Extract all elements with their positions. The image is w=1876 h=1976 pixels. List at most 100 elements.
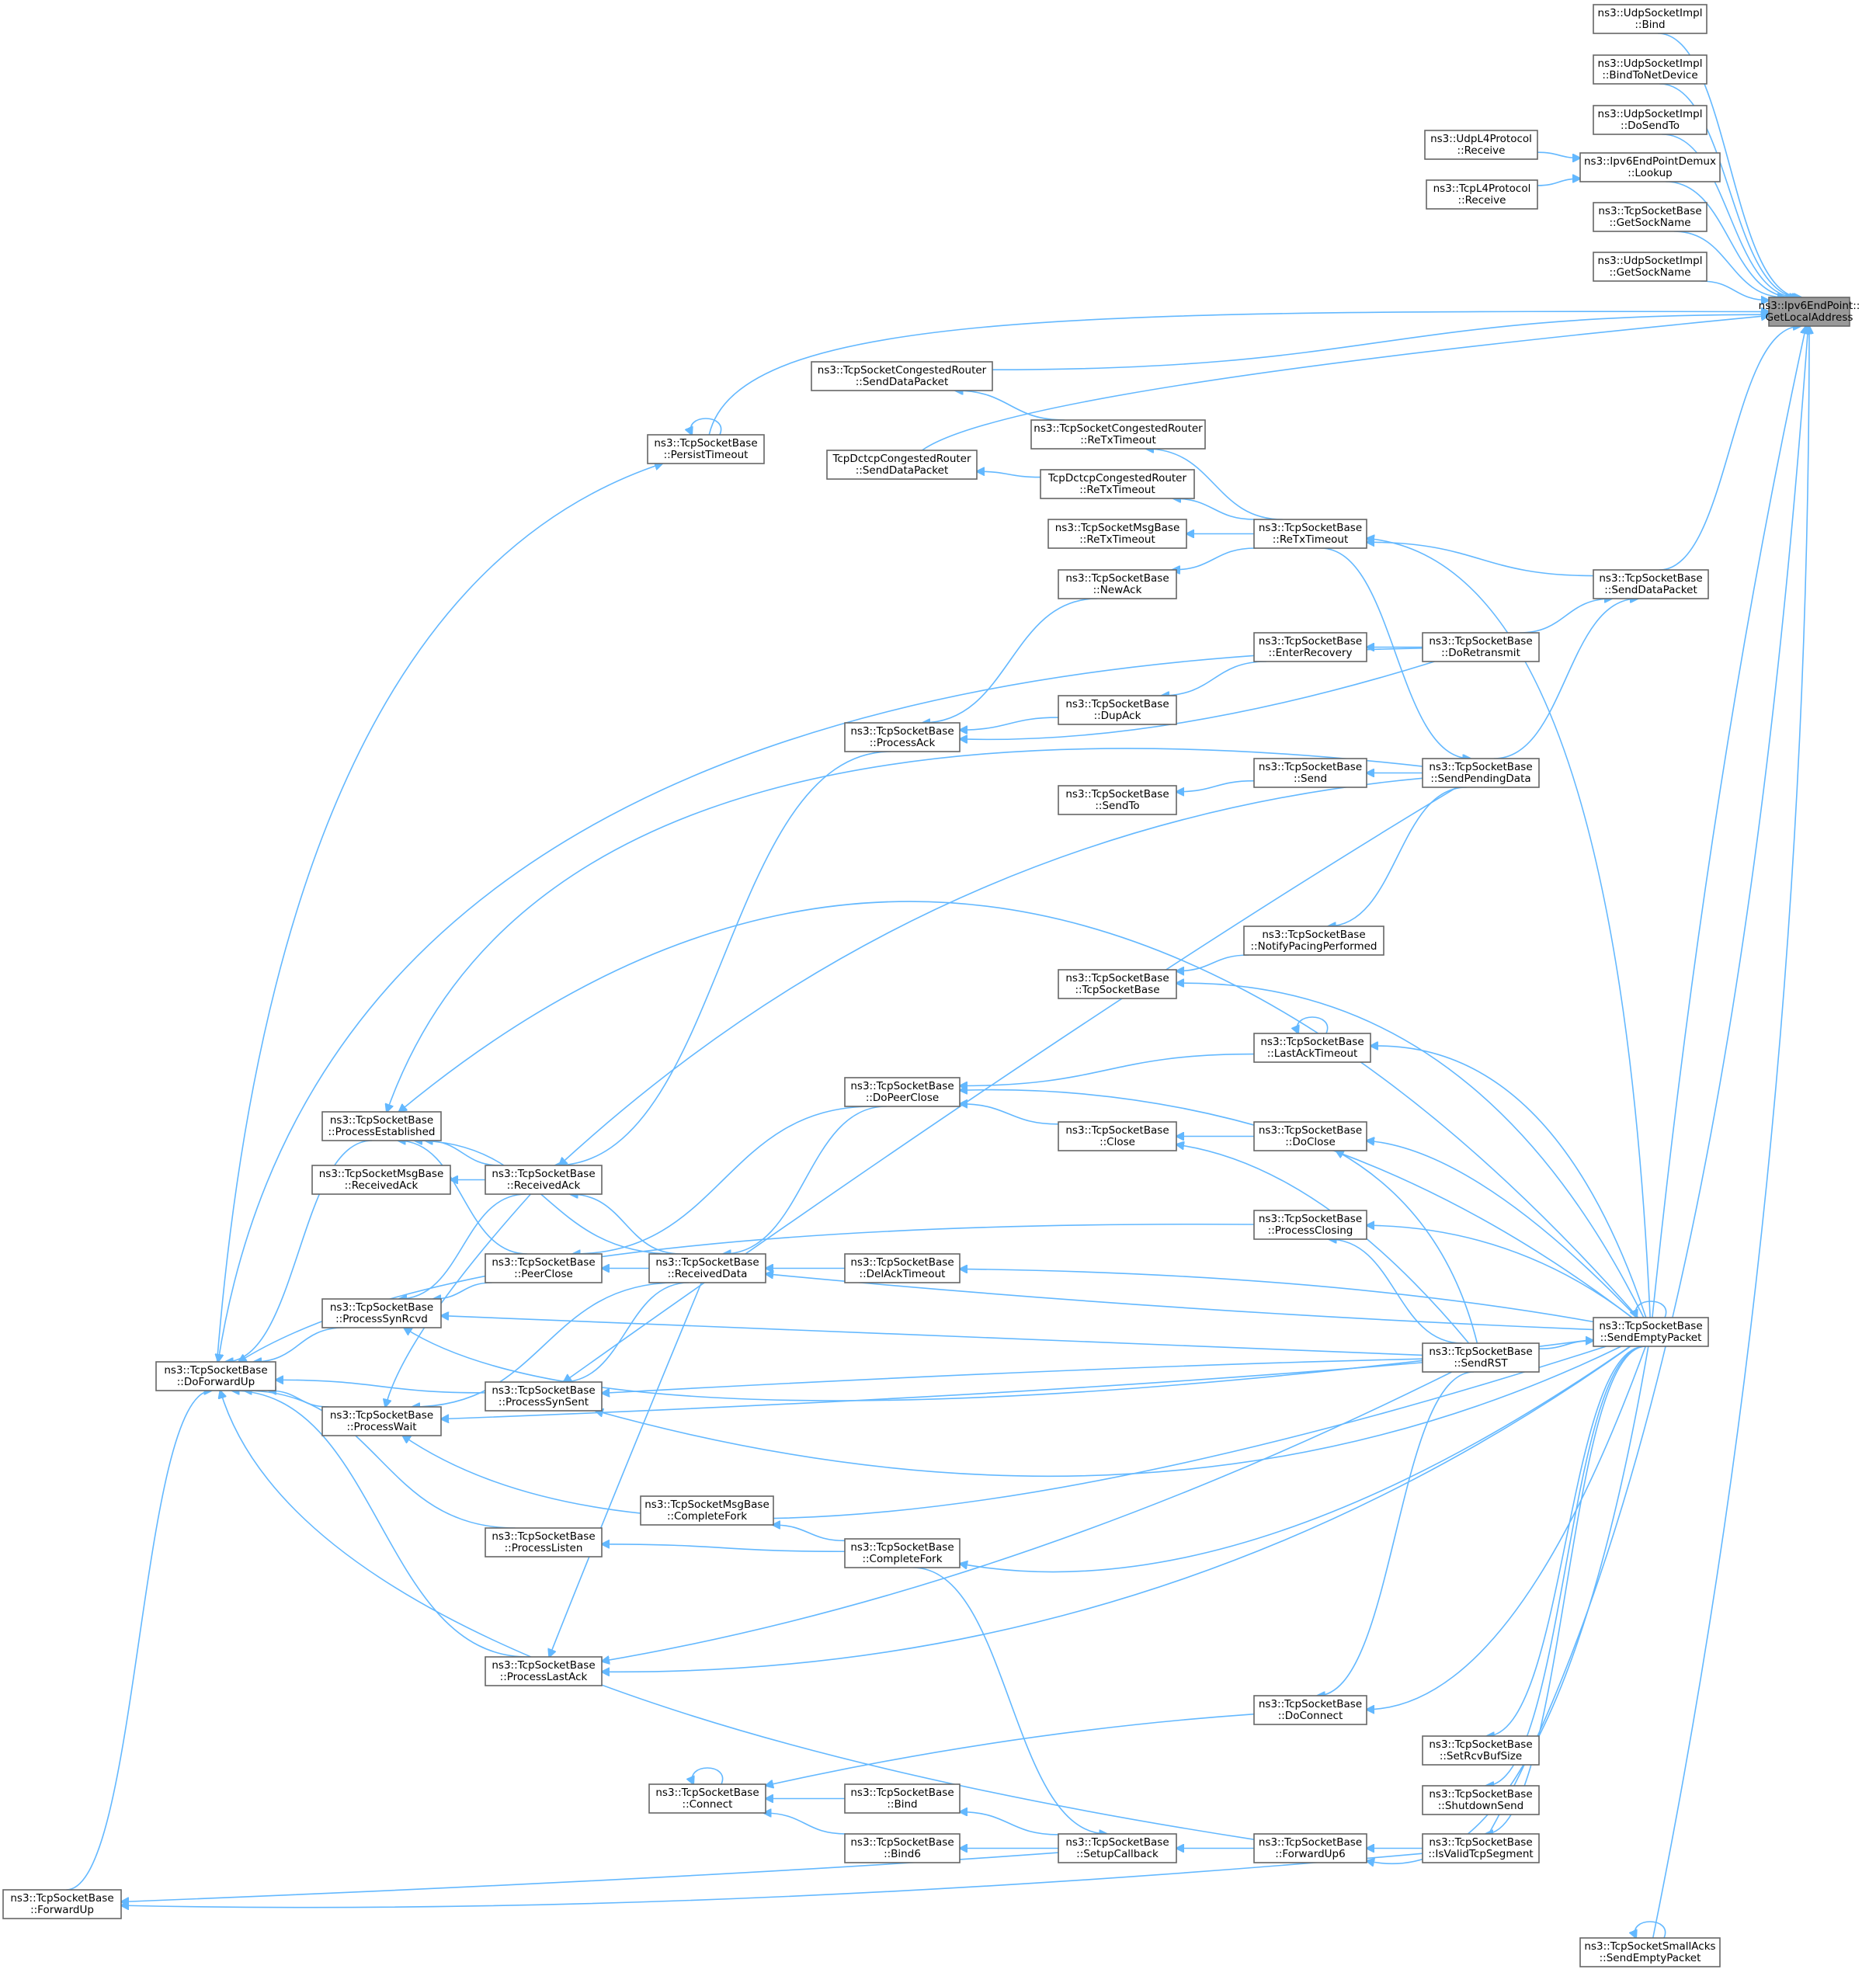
node-label-line: ::DoPeerClose (866, 1092, 939, 1104)
node-label-line: ns3::TcpSocketBase (850, 1541, 954, 1554)
node-doForwardUp[interactable]: ns3::TcpSocketBase::DoForwardUp (155, 1361, 276, 1391)
node-recvData[interactable]: ns3::TcpSocketBase::ReceivedData (648, 1253, 766, 1283)
node-procSynSent[interactable]: ns3::TcpSocketBase::ProcessSynSent (485, 1381, 603, 1412)
node-label-line: ns3::TcpSocketBase (1259, 1213, 1362, 1225)
node-delAck[interactable]: ns3::TcpSocketBase::DelAckTimeout (844, 1253, 961, 1283)
node-box (844, 1538, 961, 1568)
node-udpDoSendTo[interactable]: ns3::UdpSocketImpl::DoSendTo (1593, 105, 1708, 135)
node-enterRecovery[interactable]: ns3::TcpSocketBase::EnterRecovery (1253, 632, 1367, 662)
node-target[interactable]: ns3::Ipv6EndPoint::GetLocalAddress (1759, 297, 1860, 327)
node-label-line: ns3::TcpSocketBase (1259, 635, 1362, 648)
node-box (1593, 569, 1709, 599)
node-doRetransmit[interactable]: ns3::TcpSocketBase::DoRetransmit (1422, 632, 1540, 662)
node-box (321, 1298, 442, 1328)
node-send[interactable]: ns3::TcpSocketBase::Send (1253, 758, 1367, 788)
node-label-line: ::Receive (1457, 144, 1506, 157)
node-udpBind[interactable]: ns3::UdpSocketImpl::Bind (1593, 4, 1708, 34)
node-doClose[interactable]: ns3::TcpSocketBase::DoClose (1253, 1121, 1367, 1151)
node-box (640, 1495, 774, 1526)
edge-bind6-to-connect (764, 1813, 846, 1835)
node-sendDataPkt[interactable]: ns3::TcpSocketBase::SendDataPacket (1593, 569, 1709, 599)
node-lastAckTimeout[interactable]: ns3::TcpSocketBase::LastAckTimeout (1253, 1033, 1371, 1063)
node-procLastAck[interactable]: ns3::TcpSocketBase::ProcessLastAck (485, 1656, 603, 1686)
node-forwardUp6[interactable]: ns3::TcpSocketBase::ForwardUp6 (1253, 1833, 1367, 1863)
node-box (1058, 969, 1177, 999)
node-dctcpSend[interactable]: TcpDctcpCongestedRouter::SendDataPacket (826, 450, 978, 480)
node-box (1253, 1210, 1367, 1240)
node-notifyPacing[interactable]: ns3::TcpSocketBase::NotifyPacingPerforme… (1243, 925, 1384, 956)
edge-sendRST-to-procSynSent (602, 1358, 1423, 1393)
edge-sendEmpty-to-procEstablished (399, 901, 1639, 1318)
node-procListen[interactable]: ns3::TcpSocketBase::ProcessListen (485, 1527, 603, 1558)
node-congSend[interactable]: ns3::TcpSocketCongestedRouter::SendDataP… (811, 361, 993, 391)
node-demuxLookup[interactable]: ns3::Ipv6EndPointDemux::Lookup (1579, 152, 1721, 182)
edge-reTx-to-dctcpReTx (1173, 498, 1255, 520)
node-bind[interactable]: ns3::TcpSocketBase::Bind (844, 1783, 961, 1814)
node-box (648, 1783, 766, 1814)
node-forwardUp[interactable]: ns3::TcpSocketBase::ForwardUp (2, 1889, 122, 1919)
node-label-line: ::ReceivedData (668, 1268, 748, 1280)
node-persist[interactable]: ns3::TcpSocketBase::PersistTimeout (647, 434, 765, 464)
node-msgRecvAck[interactable]: ns3::TcpSocketMsgBase::ReceivedAck (311, 1165, 451, 1195)
edge-layer (66, 33, 1809, 1938)
edge-sendRST-to-close (1176, 1144, 1470, 1344)
node-reTx[interactable]: ns3::TcpSocketBase::ReTxTimeout (1253, 519, 1367, 549)
node-label-line: ::SetupCallback (1076, 1848, 1159, 1860)
node-processAck[interactable]: ns3::TcpSocketBase::ProcessAck (844, 722, 961, 752)
node-isValidSeg[interactable]: ns3::TcpSocketBase::IsValidTcpSegment (1422, 1833, 1540, 1863)
node-label-line: ns3::TcpSocketBase (1262, 929, 1365, 941)
node-udpGetSock[interactable]: ns3::UdpSocketImpl::GetSockName (1593, 252, 1708, 282)
node-procSynRcvd[interactable]: ns3::TcpSocketBase::ProcessSynRcvd (321, 1298, 442, 1328)
node-tcpL4Recv[interactable]: ns3::TcpL4Protocol::Receive (1426, 179, 1538, 210)
edge-sendRST-to-procSynRcvd (441, 1316, 1423, 1356)
node-label-line: ::DelAckTimeout (860, 1268, 946, 1280)
node-box (1253, 519, 1367, 549)
node-close[interactable]: ns3::TcpSocketBase::Close (1058, 1121, 1177, 1151)
node-connect[interactable]: ns3::TcpSocketBase::Connect (648, 1783, 766, 1814)
node-label-line: ::CompleteFork (667, 1510, 747, 1523)
node-udpL4Recv[interactable]: ns3::UdpL4Protocol::Receive (1424, 130, 1538, 160)
node-tcpGetSock[interactable]: ns3::TcpSocketBase::GetSockName (1593, 202, 1708, 232)
node-msgCompleteFork[interactable]: ns3::TcpSocketMsgBase::CompleteFork (640, 1495, 774, 1526)
node-label-line: ::DupAck (1094, 710, 1141, 722)
node-bind6[interactable]: ns3::TcpSocketBase::Bind6 (844, 1833, 961, 1863)
node-sendRST[interactable]: ns3::TcpSocketBase::SendRST (1422, 1342, 1540, 1373)
node-label-line: ::GetSockName (1609, 217, 1690, 229)
node-dupAck[interactable]: ns3::TcpSocketBase::DupAck (1058, 695, 1177, 725)
node-procEstablished[interactable]: ns3::TcpSocketBase::ProcessEstablished (321, 1111, 442, 1141)
node-dctcpReTx[interactable]: TcpDctcpCongestedRouter::ReTxTimeout (1040, 469, 1195, 499)
node-completeFork[interactable]: ns3::TcpSocketBase::CompleteFork (844, 1538, 961, 1568)
node-setupCallback[interactable]: ns3::TcpSocketBase::SetupCallback (1058, 1833, 1177, 1863)
edge-isValidSeg-to-forwardUp (121, 1853, 1423, 1908)
edge-doRetransmit-to-sendDataPkt (1520, 599, 1612, 634)
node-doPeerClose[interactable]: ns3::TcpSocketBase::DoPeerClose (844, 1077, 961, 1107)
node-label-line: ns3::Ipv6EndPointDemux (1584, 155, 1716, 168)
edge-doConnect-to-connect (766, 1713, 1255, 1786)
node-label-line: ::DoRetransmit (1441, 647, 1520, 659)
node-sendPending[interactable]: ns3::TcpSocketBase::SendPendingData (1422, 758, 1540, 788)
node-label-line: ns3::TcpSocketBase (654, 437, 757, 450)
edge-sendRST-to-sendEmpty (1538, 1341, 1593, 1349)
node-box (647, 434, 765, 464)
node-udpBindDev[interactable]: ns3::UdpSocketImpl::BindToNetDevice (1593, 54, 1708, 85)
node-peerClose[interactable]: ns3::TcpSocketBase::PeerClose (485, 1253, 603, 1283)
node-congReTx[interactable]: ns3::TcpSocketCongestedRouter::ReTxTimeo… (1030, 419, 1206, 450)
node-label-line: ::ForwardUp6 (1275, 1848, 1345, 1860)
node-shutdownSend[interactable]: ns3::TcpSocketBase::ShutdownSend (1422, 1785, 1540, 1815)
node-newAck[interactable]: ns3::TcpSocketBase::NewAck (1058, 569, 1177, 599)
node-doConnect[interactable]: ns3::TcpSocketBase::DoConnect (1253, 1695, 1367, 1725)
node-sendTo[interactable]: ns3::TcpSocketBase::SendTo (1058, 785, 1177, 815)
node-ctor[interactable]: ns3::TcpSocketBase::TcpSocketBase (1058, 969, 1177, 999)
node-recvAck[interactable]: ns3::TcpSocketBase::ReceivedAck (485, 1165, 603, 1195)
edge-sendEmpty-to-doClose (1367, 1141, 1638, 1318)
node-sendEmpty[interactable]: ns3::TcpSocketBase::SendEmptyPacket (1593, 1317, 1709, 1347)
node-procClosing[interactable]: ns3::TcpSocketBase::ProcessClosing (1253, 1210, 1367, 1240)
node-smallAcks[interactable]: ns3::TcpSocketSmallAcks::SendEmptyPacket (1579, 1937, 1721, 1967)
edge-sendPending-to-procEstablished (387, 748, 1423, 1112)
edge-enterRecovery-to-dupAck (1162, 661, 1266, 696)
node-msgReTx[interactable]: ns3::TcpSocketMsgBase::ReTxTimeout (1047, 519, 1187, 549)
node-setRcvBuf[interactable]: ns3::TcpSocketBase::SetRcvBufSize (1422, 1735, 1540, 1766)
node-box (1579, 1937, 1721, 1967)
node-procWait[interactable]: ns3::TcpSocketBase::ProcessWait (321, 1406, 442, 1436)
node-box (1593, 1317, 1709, 1347)
